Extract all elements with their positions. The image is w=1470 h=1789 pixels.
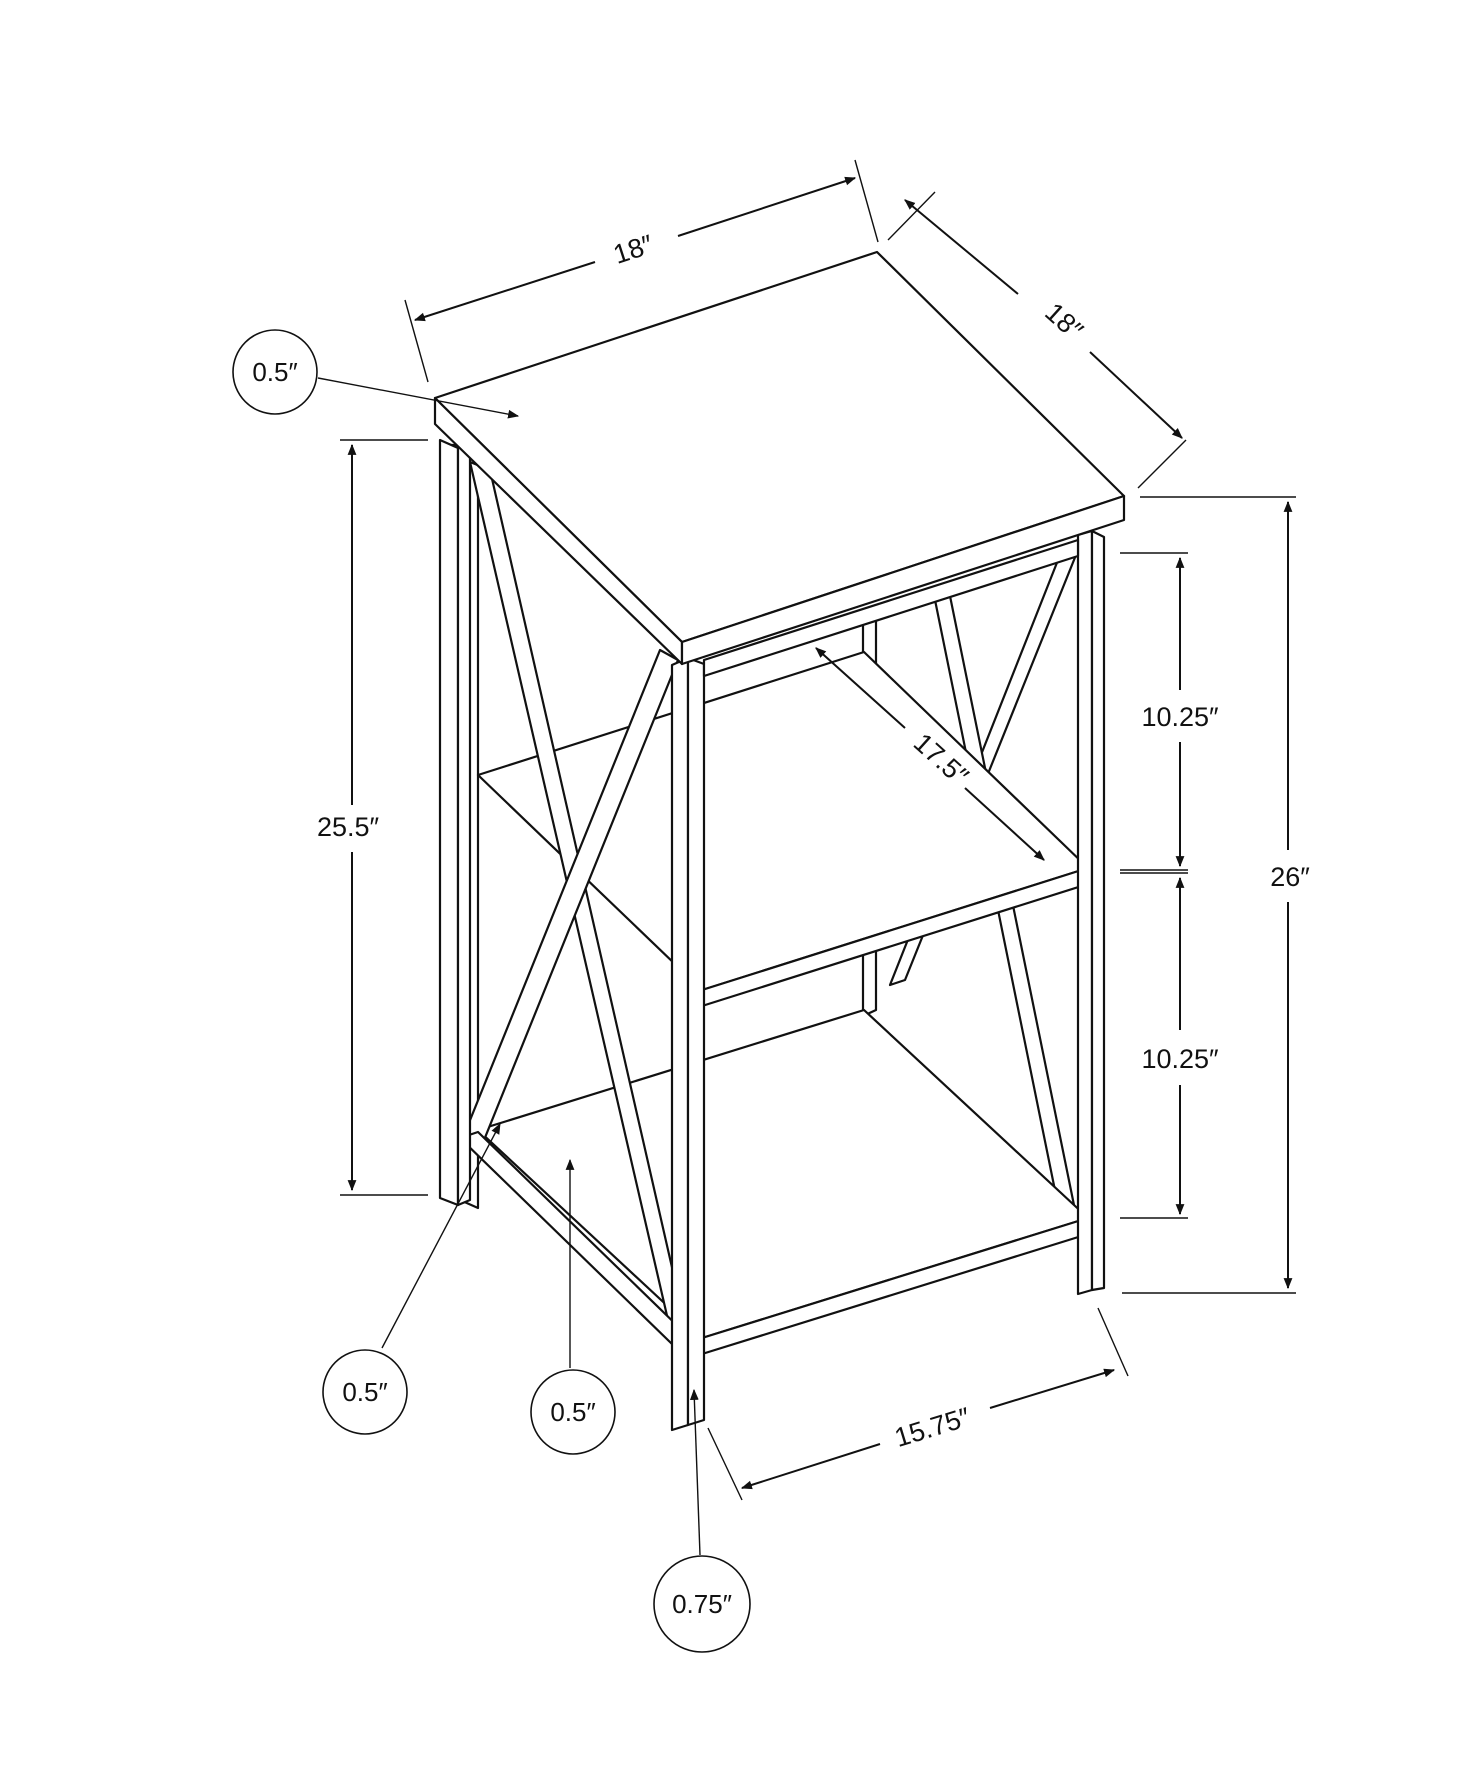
label-frame-height: 25.5″ [317, 812, 380, 842]
callout-circles [232, 329, 751, 1653]
callout-top-thickness-circle [232, 329, 318, 415]
dimension-lines [340, 159, 1296, 1501]
label-shelf-thickness: 0.5″ [550, 1397, 595, 1427]
label-upper-shelf-gap: 10.25″ [1141, 702, 1219, 732]
table-top [433, 250, 1126, 666]
dim-shelf-depth [815, 647, 1045, 861]
dim-base-width [707, 1307, 1129, 1501]
front-left-leg [438, 438, 472, 1207]
dim-top-depth [887, 191, 1187, 489]
front-right-leg [1076, 529, 1106, 1296]
label-total-height: 26″ [1270, 862, 1310, 892]
dim-total-height [1122, 496, 1296, 1294]
callout-shelf-thickness-circle [530, 1369, 616, 1455]
dim-upper-shelf-gap [1120, 552, 1188, 871]
callout-leg-size-circle [653, 1555, 751, 1653]
label-top-depth: 18″ [1039, 297, 1089, 346]
dim-lower-shelf-gap [1120, 872, 1188, 1219]
side-table [433, 250, 1126, 1432]
front-top-rail [702, 538, 1080, 678]
label-frame-tube: 0.5″ [342, 1377, 387, 1407]
callout-frame-tube-circle [322, 1349, 408, 1435]
callout-leaders [317, 377, 701, 1556]
label-lower-shelf-gap: 10.25″ [1141, 1044, 1219, 1074]
label-top-thickness: 0.5″ [252, 357, 297, 387]
label-leg-size: 0.75″ [672, 1589, 732, 1619]
dim-top-width [404, 159, 879, 383]
front-center-leg [670, 656, 706, 1432]
label-top-width: 18″ [610, 229, 657, 270]
dim-frame-height [340, 439, 428, 1196]
label-base-width: 15.75″ [891, 1402, 974, 1453]
